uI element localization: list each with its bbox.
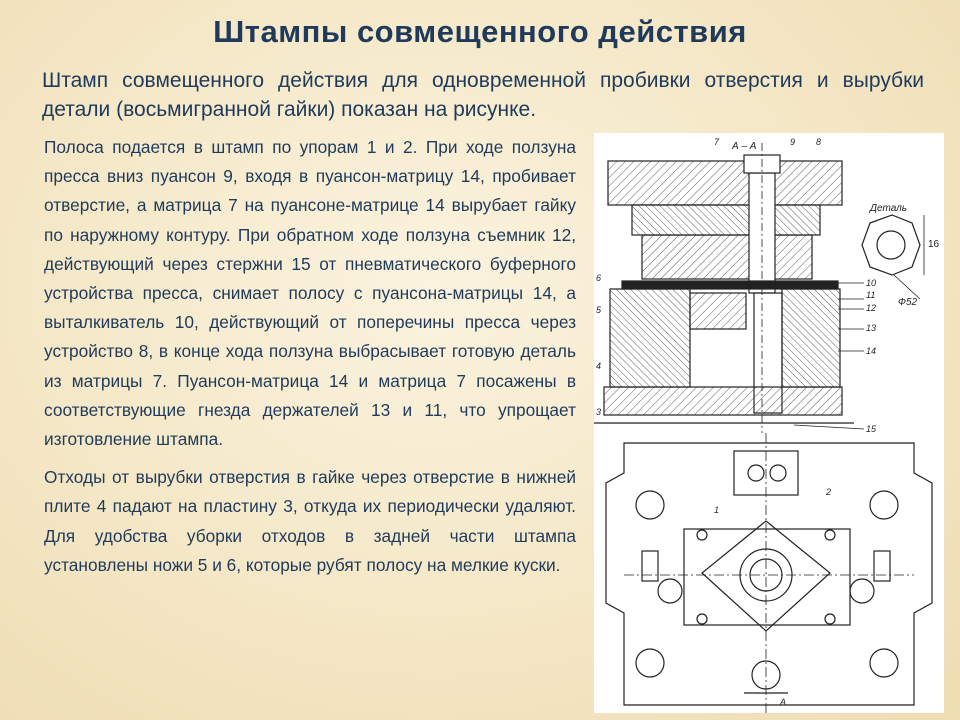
intro-text: Штамп совмещенного действия для одноврем… [42,69,924,121]
arrow-label: А [779,697,786,707]
part-number: 12 [866,303,876,313]
part-number: 11 [866,290,875,300]
diameter-label: Ф52 [898,297,918,308]
paragraph-2: Отходы от вырубки отверстия в гайке чере… [44,467,576,575]
part-number: 1 [714,505,719,515]
part-number: 5 [596,305,602,315]
detail-nut [861,214,925,300]
part-number: 9 [790,137,795,147]
die-drawing: Деталь Ф52 16 А – А 7 9 8 10 11 12 13 14… [594,133,944,713]
part-number: 3 [596,407,601,417]
detail-label: Деталь [869,203,907,214]
body-text: Полоса подается в штамп по упорам 1 и 2.… [44,133,576,589]
dimension-label: 16 [928,239,940,250]
part-number: 13 [866,323,876,333]
paragraph-1: Полоса подается в штамп по упорам 1 и 2.… [44,137,576,450]
plan-view [605,433,933,713]
part-number: 10 [866,278,876,288]
part-number: 8 [816,137,821,147]
section-label: А – А [731,141,757,152]
part-number: 4 [596,361,601,371]
part-number: 2 [825,487,831,497]
slide-title: Штампы совмещенного действия [213,14,747,49]
part-number: 15 [866,424,877,434]
part-number: 14 [866,346,876,356]
part-number: 7 [714,137,720,147]
section-view [594,143,865,433]
part-number: 6 [596,273,601,283]
